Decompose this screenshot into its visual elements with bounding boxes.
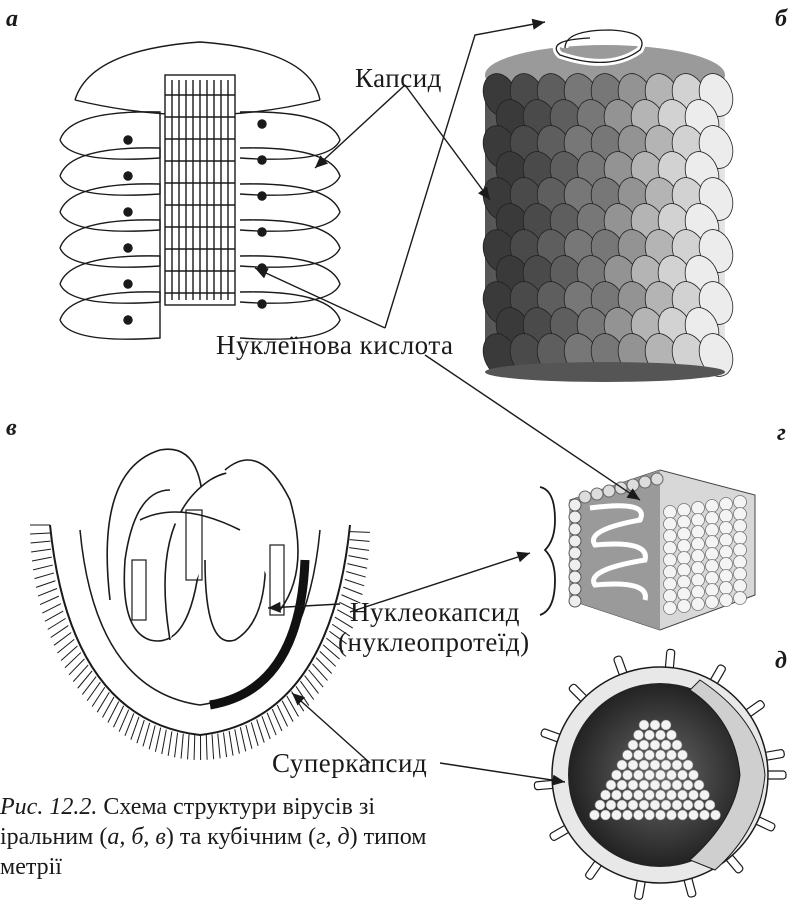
caption-line2-end: ) типом: [350, 824, 427, 850]
helical-capsid-diagram-a: [60, 42, 340, 339]
label-nucleocapsid: Нуклеокапсид: [350, 597, 520, 628]
caption-line2-start: іральним (: [0, 824, 107, 850]
caption-fig-ref: Рис. 12.2.: [0, 794, 97, 820]
caption-line3: метрії: [0, 852, 370, 882]
panel-label-d: д: [775, 648, 787, 675]
panel-label-g: г: [777, 420, 786, 447]
label-nucleic-acid: Нуклеїнова кислота: [216, 330, 453, 361]
figure-caption: Рис. 12.2. Схема структури вірусів зі ір…: [0, 792, 370, 882]
caption-line2-mid: ) та кубічним (: [166, 824, 316, 850]
caption-line1: Схема структури вірусів зі: [97, 794, 375, 820]
panel-label-a: а: [6, 6, 18, 33]
enveloped-cubic-virus-d: [534, 649, 786, 900]
caption-line2-letters: а, б, в: [107, 824, 166, 850]
cubic-capsid-g: [540, 470, 755, 630]
bracket: [540, 487, 555, 615]
label-capsid: Капсид: [355, 63, 442, 94]
caption-line2-letters2: г, д: [316, 824, 350, 850]
label-supercapsid: Суперкапсид: [272, 748, 427, 779]
panel-label-v: в: [6, 415, 17, 442]
panel-label-b: б: [775, 6, 787, 33]
label-nucleoprotein: (нуклеопротеїд): [338, 627, 530, 658]
helical-capsid-model-b: [477, 30, 738, 382]
